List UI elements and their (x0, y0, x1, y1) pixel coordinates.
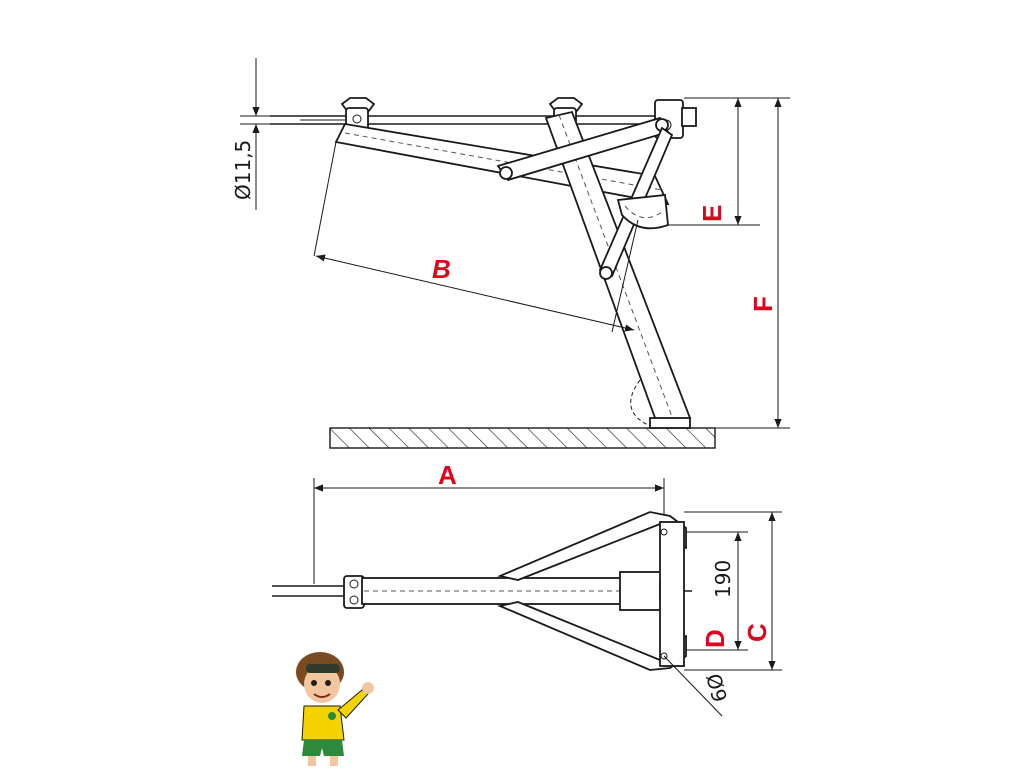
cross-bar (659, 521, 685, 667)
label-f: F (748, 296, 778, 312)
ground-hatch (329, 427, 716, 449)
dimension-b: B (313, 141, 639, 333)
dimension-diameter-hole: Ø9 (663, 655, 732, 717)
label-a: A (438, 460, 457, 490)
bracket (616, 194, 669, 230)
mascot-icon (296, 652, 374, 766)
label-190: 190 (711, 560, 735, 598)
dimension-190: 190 D (686, 531, 748, 651)
clamp-top-view (343, 575, 365, 609)
top-view: A 190 D (272, 460, 782, 717)
dimension-c: C (684, 511, 782, 671)
dimension-f: F (696, 97, 790, 429)
central-tube (361, 577, 633, 605)
label-d: D (700, 629, 730, 648)
dimension-a: A (313, 460, 665, 584)
dimension-diameter-pin: Ø11,5 (231, 58, 272, 210)
label-e: E (697, 205, 727, 222)
lower-arm (497, 601, 687, 671)
label-b: B (432, 254, 451, 284)
upper-arm (497, 511, 687, 581)
label-c: C (742, 623, 772, 642)
side-view: Ø11,5 (231, 58, 790, 449)
label-diameter-pin: Ø11,5 (231, 140, 255, 200)
axle-block (619, 571, 665, 611)
